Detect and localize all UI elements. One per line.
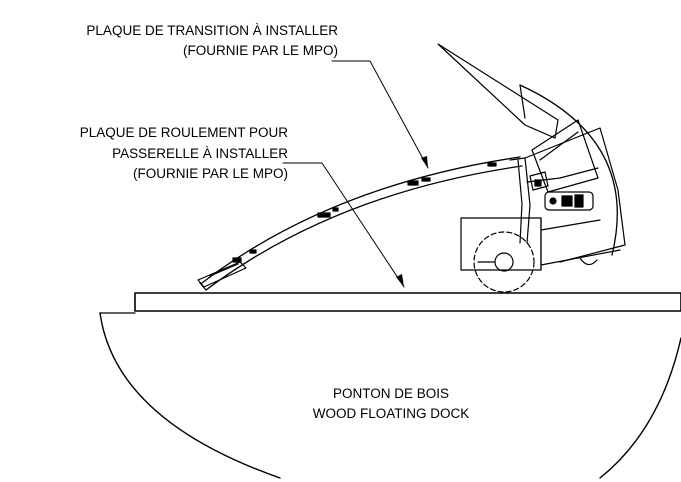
transition-plate-label-line2: (FOURNIE PAR LE MPO) <box>182 43 338 58</box>
gangway-sweep-arc <box>519 84 618 256</box>
leader-line-transition <box>331 60 429 169</box>
gangway-beam <box>437 43 599 193</box>
gangway-carriage <box>460 127 626 293</box>
transition-plate-label-line1: PLAQUE DE TRANSITION À INSTALLER <box>86 23 338 38</box>
transition-plate <box>197 156 523 291</box>
bearing-plate <box>134 292 681 312</box>
bearing-plate-label-line3: (FOURNIE PAR LE MPO) <box>132 166 288 181</box>
bearing-plate-label-line1: PLAQUE DE ROULEMENT POUR <box>79 125 288 140</box>
floating-dock-hull <box>99 312 681 479</box>
bearing-plate-label-line2: PASSERELLE À INSTALLER <box>112 146 288 161</box>
dock-label-en: WOOD FLOATING DOCK <box>312 406 470 421</box>
leader-line-bearing <box>282 162 405 288</box>
dock-label-fr: PONTON DE BOIS <box>332 386 450 401</box>
